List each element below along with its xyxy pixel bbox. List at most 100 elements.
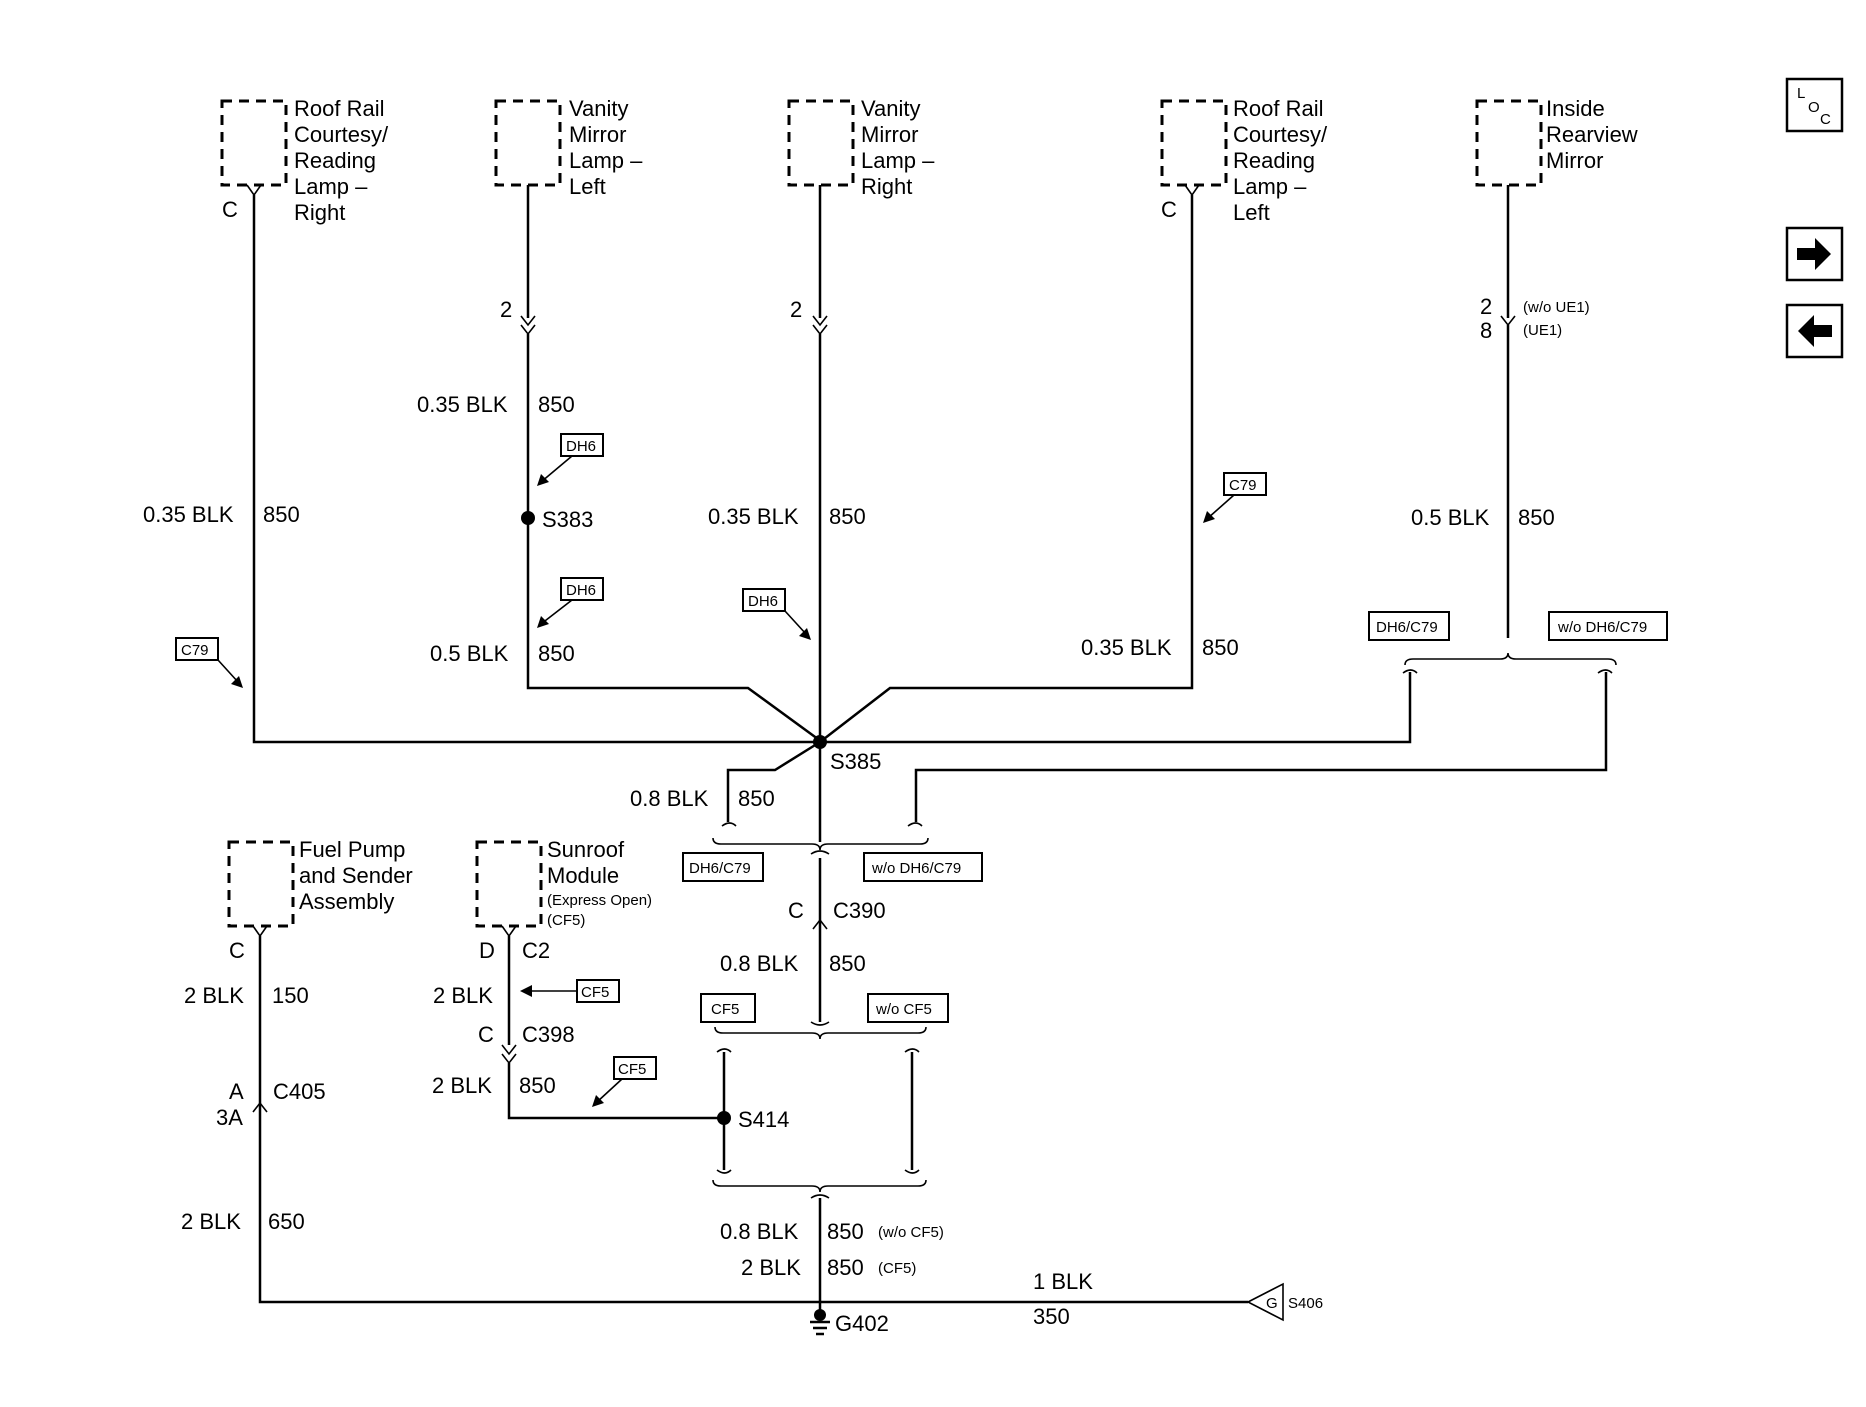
wire-sunroof-to-s414 — [507, 1063, 724, 1120]
svg-text:Roof Rail Courtesy/: Roof Rail Courtesy/ Reading Lamp – Left — [1233, 96, 1333, 225]
loc-l-glyph: L — [1797, 85, 1805, 102]
option-bracket-mirror — [1404, 652, 1617, 666]
pin-2-vanity-left: 2 — [500, 297, 512, 322]
splice-s383 — [521, 511, 535, 525]
ground-symbol-icon — [810, 1320, 830, 1336]
svg-text:850: 850 — [829, 951, 866, 976]
option-tag-cf5-s414: CF5 — [592, 1056, 657, 1107]
svg-text:C79: C79 — [181, 642, 209, 659]
wire-label-s406-circuit: 350 — [1033, 1304, 1070, 1329]
wire-fuel-pump-650 — [258, 1103, 1248, 1304]
wire-label-roof-right-gauge: 0.35 BLK — [143, 502, 234, 527]
pin-d-sunroof: D — [479, 938, 495, 963]
wire-label-s385-gauge: 0.8 BLK — [630, 786, 709, 811]
option-tag-c79-a: C79 — [1203, 472, 1267, 523]
svg-text:Vanity Mirror Lamp: Vanity Mirror Lamp – Right — [861, 96, 941, 199]
ground-g-glyph: G — [1266, 1295, 1278, 1312]
mirror-pin-note-wo-ue1: (w/o UE1) — [1523, 299, 1590, 316]
wire-label-c398-gauge: 2 BLK — [432, 1073, 492, 1098]
svg-text:850: 850 — [827, 1219, 864, 1244]
svg-text:w/o CF5: w/o CF5 — [875, 1001, 932, 1018]
next-page-button[interactable] — [1785, 226, 1844, 282]
wire-note-wo-cf5: (w/o CF5) — [878, 1224, 944, 1241]
svg-text:C79: C79 — [1229, 477, 1257, 494]
connector-c390-label: C390 — [833, 898, 886, 923]
ground-g402-label: G402 — [835, 1311, 889, 1336]
svg-text:DH6/C79: DH6/C79 — [1376, 619, 1438, 636]
pin-a-c405: A — [229, 1079, 244, 1104]
connector-c405-label: C405 — [273, 1079, 326, 1104]
svg-text:DH6: DH6 — [748, 593, 778, 610]
option-tag-dh6-a: DH6 — [537, 433, 604, 486]
svg-text:850: 850 — [738, 786, 775, 811]
wire-label-sunroof-gauge: 2 BLK — [433, 983, 493, 1008]
wire-label-roof-left-gauge: 0.35 BLK — [1081, 635, 1172, 660]
pin-c-fuel-pump: C — [229, 938, 245, 963]
component-roof-rail-right: Roof Rail Courtesy/ Reading Lamp – Right… — [220, 96, 394, 225]
location-button[interactable]: L O C — [1785, 77, 1844, 133]
connector-c2-label: C2 — [522, 938, 550, 963]
wire-label-c390-gauge: 0.8 BLK — [720, 951, 799, 976]
svg-text:850: 850 — [519, 1073, 556, 1098]
component-inside-rearview-mirror: Inside Rearview Mirror — [1475, 96, 1644, 187]
svg-text:150: 150 — [272, 983, 309, 1008]
option-bracket-lower — [712, 1179, 927, 1193]
mirror-pin-note-ue1: (UE1) — [1523, 322, 1562, 339]
wire-label-s406-gauge: 1 BLK — [1033, 1269, 1093, 1294]
wire-label-vanity-left-lower-gauge: 0.5 BLK — [430, 641, 509, 666]
pin-2-mirror: 2 — [1480, 294, 1492, 319]
option-tag-wo-dh6-c79-top: w/o DH6/C79 — [1548, 611, 1668, 641]
splice-s414-label: S414 — [738, 1107, 789, 1132]
wire-label-vanity-right-gauge: 0.35 BLK — [708, 504, 799, 529]
connector-c398 — [501, 1044, 517, 1065]
connector-c398-label: C398 — [522, 1022, 575, 1047]
roof-rail-right-line1: Roof Rail — [294, 96, 384, 121]
component-vanity-right: Vanity Mirror Lamp – Right — [787, 96, 941, 199]
svg-text:Inside Rearview Mi: Inside Rearview Mirror — [1546, 96, 1644, 173]
svg-text:850: 850 — [1518, 505, 1555, 530]
option-tag-wo-dh6-c79-mid: w/o DH6/C79 — [863, 852, 983, 882]
wire-mirror-wo-dh6 — [914, 672, 1608, 822]
svg-text:DH6: DH6 — [566, 438, 596, 455]
option-tag-dh6-c: DH6 — [742, 588, 811, 640]
svg-text:850: 850 — [538, 641, 575, 666]
wire-note-cf5: (CF5) — [878, 1260, 916, 1277]
pin-2-vanity-right: 2 — [790, 297, 802, 322]
component-roof-rail-left: Roof Rail Courtesy/ Reading Lamp – Left … — [1160, 96, 1333, 225]
pin-c-roof-right: C — [222, 197, 238, 222]
option-bracket-cf5 — [714, 1026, 927, 1040]
splice-s383-label: S383 — [542, 507, 593, 532]
wire-roof-left — [819, 195, 1194, 743]
option-tag-c79-b: C79 — [175, 637, 243, 688]
svg-text:CF5: CF5 — [618, 1061, 646, 1078]
arrow-left-icon — [1798, 315, 1832, 347]
option-tag-wo-cf5: w/o CF5 — [867, 993, 949, 1023]
component-sunroof-module: Sunroof Module (Express Open) (CF5) D C2 — [475, 837, 652, 963]
previous-page-button[interactable] — [1785, 303, 1844, 359]
component-vanity-left: Vanity Mirror Lamp – Left — [494, 96, 643, 199]
pin-8-mirror: 8 — [1480, 318, 1492, 343]
wire-label-mirror-gauge: 0.5 BLK — [1411, 505, 1490, 530]
svg-text:Roof Rail Courtesy/: Roof Rail Courtesy/ Reading Lamp – Right — [294, 96, 394, 225]
option-bracket-mid — [712, 837, 929, 851]
wire-label-fuel-gauge: 2 BLK — [184, 983, 244, 1008]
wire-label-roof-right-circuit: 850 — [263, 502, 300, 527]
pin-c-c398: C — [478, 1022, 494, 1047]
svg-text:DH6: DH6 — [566, 582, 596, 599]
svg-text:w/o DH6/C79: w/o DH6/C79 — [1557, 619, 1647, 636]
wire-label-g402-gauge-a: 0.8 BLK — [720, 1219, 799, 1244]
svg-text:w/o DH6/C79: w/o DH6/C79 — [871, 860, 961, 877]
svg-text:DH6/C79: DH6/C79 — [689, 860, 751, 877]
pin-c-roof-left: C — [1161, 197, 1177, 222]
arrow-right-icon — [1797, 238, 1831, 270]
option-tag-cf5: CF5 — [700, 993, 756, 1023]
svg-text:Fuel Pump and Sender: Fuel Pump and Sender Assembly — [299, 837, 419, 914]
svg-text:850: 850 — [538, 392, 575, 417]
svg-text:650: 650 — [268, 1209, 305, 1234]
pin-c-c390: C — [788, 898, 804, 923]
option-tag-dh6-b: DH6 — [537, 577, 604, 628]
ground-g402-node — [814, 1309, 826, 1321]
wire-label-fuel-650-gauge: 2 BLK — [181, 1209, 241, 1234]
svg-text:CF5: CF5 — [711, 1001, 739, 1018]
